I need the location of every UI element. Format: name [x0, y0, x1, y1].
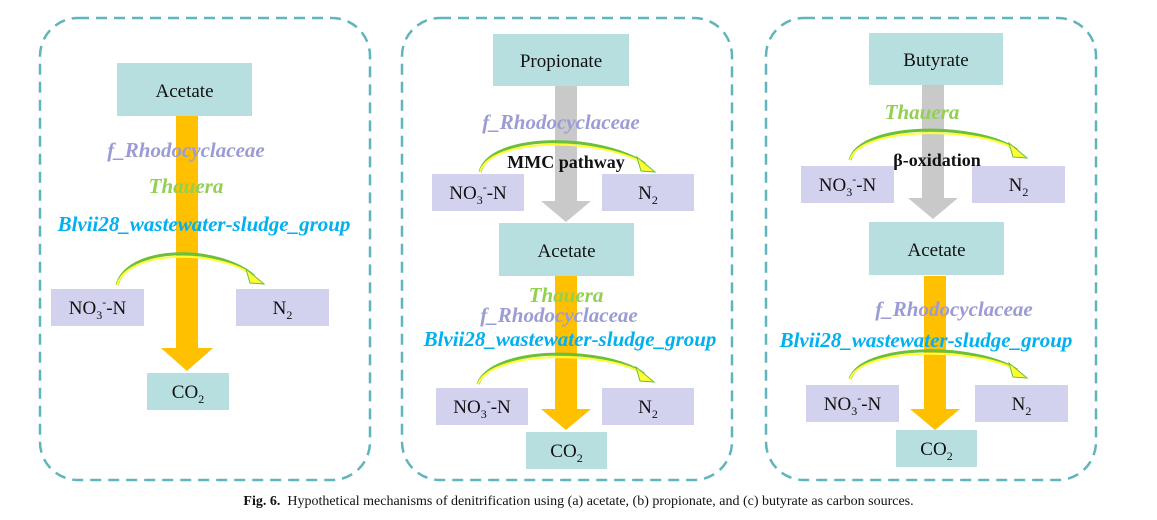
- panel-b-pathway-label: MMC pathway: [507, 152, 625, 172]
- panel-b-no3-label-lower: NO3--N: [453, 394, 511, 421]
- panel-c-pathway-label: β-oxidation: [893, 150, 981, 170]
- panel-b-intermediate-label: Acetate: [537, 241, 595, 262]
- panel-b-upper-denitrification-arrow: [478, 140, 657, 173]
- panel-a-org-blvii28: Blvii28_wastewater-sludge_group: [57, 212, 351, 236]
- panel-a-co2-box: CO2: [147, 373, 229, 410]
- panel-b-org-blvii28: Blvii28_wastewater-sludge_group: [423, 327, 717, 351]
- panel-c-acetate-box: Acetate: [869, 222, 1004, 275]
- panel-b-no3-box-lower: NO3--N: [436, 388, 528, 425]
- figure-canvas: Acetate f_Rhodocyclaceae Thauera Blvii28…: [38, 16, 1098, 482]
- panel-a-no3-label: NO3--N: [69, 295, 127, 322]
- panel-b-n2-box-lower: N2: [602, 388, 694, 425]
- panel-c-n2-label: N2: [1009, 175, 1029, 199]
- panel-a-substrate-label: Acetate: [155, 81, 213, 102]
- panel-c-butyrate-box: Butyrate: [869, 33, 1003, 85]
- panel-a-org-rhodocyclaceae: f_Rhodocyclaceae: [107, 138, 264, 162]
- panel-b-n2-label-lower: N2: [638, 397, 658, 421]
- panel-c-no3-label: NO3--N: [819, 172, 877, 199]
- panel-a-n2-label: N2: [273, 298, 293, 322]
- panel-b-main-arrow: [541, 276, 591, 430]
- panel-c-substrate-label: Butyrate: [903, 50, 968, 71]
- panel-b-org-top-rhodocyclaceae: f_Rhodocyclaceae: [482, 110, 639, 134]
- panel-c-n2-box: N2: [972, 166, 1065, 203]
- panel-a-n2-box: N2: [236, 289, 329, 326]
- panel-c: Butyrate Thauera β-oxidation NO3--N N2 A…: [764, 16, 1098, 482]
- panel-b-no3-label: NO3--N: [449, 180, 507, 207]
- panel-b-substrate-label: Propionate: [520, 51, 602, 72]
- panel-b-lower-denitrification-arrow: [476, 352, 656, 385]
- panel-c-org-top-thauera: Thauera: [885, 100, 960, 124]
- figure-caption-label: Fig. 6.: [243, 494, 281, 509]
- panel-c-no3-box-lower: NO3--N: [806, 385, 899, 422]
- panel-b-co2-label: CO2: [550, 441, 582, 465]
- panel-c-co2-label: CO2: [920, 439, 952, 463]
- panel-b-acetate-box: Acetate: [499, 223, 634, 276]
- panel-c-lower-denitrification-arrow: [848, 349, 1029, 380]
- panel-c-n2-box-lower: N2: [975, 385, 1068, 422]
- panel-a-no3-box: NO3--N: [51, 289, 144, 326]
- panel-b-n2-label: N2: [638, 183, 658, 207]
- panel-c-main-arrow: [910, 276, 960, 430]
- panel-c-border: [764, 16, 1098, 482]
- panel-c-org-blvii28: Blvii28_wastewater-sludge_group: [779, 328, 1073, 352]
- panel-c-co2-box: CO2: [896, 430, 977, 467]
- panel-b-gray-arrow: [541, 86, 591, 222]
- panel-a: Acetate f_Rhodocyclaceae Thauera Blvii28…: [38, 16, 372, 482]
- panel-b-no3-box: NO3--N: [432, 174, 524, 211]
- panel-b-border: [400, 16, 734, 482]
- panel-a-denitrification-arrow: [115, 252, 266, 286]
- panel-b-propionate-box: Propionate: [493, 34, 629, 86]
- figure-caption: Fig. 6. Hypothetical mechanisms of denit…: [0, 494, 1157, 510]
- panel-c-n2-label-lower: N2: [1012, 394, 1032, 418]
- panel-b-org-thauera: Thauera: [529, 283, 604, 307]
- panel-b-org-rhodocyclaceae: f_Rhodocyclaceae: [480, 303, 637, 327]
- panel-c-no3-box: NO3--N: [801, 166, 894, 203]
- panel-a-co2-label: CO2: [172, 382, 204, 406]
- panel-c-gray-arrow: [908, 85, 958, 219]
- panel-a-org-thauera: Thauera: [149, 174, 224, 198]
- panel-b-n2-box: N2: [602, 174, 694, 211]
- panel-a-main-arrow: [161, 116, 213, 371]
- panel-c-org-rhodocyclaceae: f_Rhodocyclaceae: [875, 297, 1032, 321]
- panel-c-intermediate-label: Acetate: [907, 240, 965, 261]
- panel-a-border: [38, 16, 372, 482]
- panel-b: Propionate f_Rhodocyclaceae MMC pathway …: [400, 16, 734, 482]
- panel-c-no3-label-lower: NO3--N: [824, 391, 882, 418]
- panel-a-acetate-box: Acetate: [117, 63, 252, 116]
- figure-caption-text: Hypothetical mechanisms of denitrificati…: [287, 494, 914, 509]
- panel-b-co2-box: CO2: [526, 432, 607, 469]
- panel-c-upper-denitrification-arrow: [848, 128, 1029, 161]
